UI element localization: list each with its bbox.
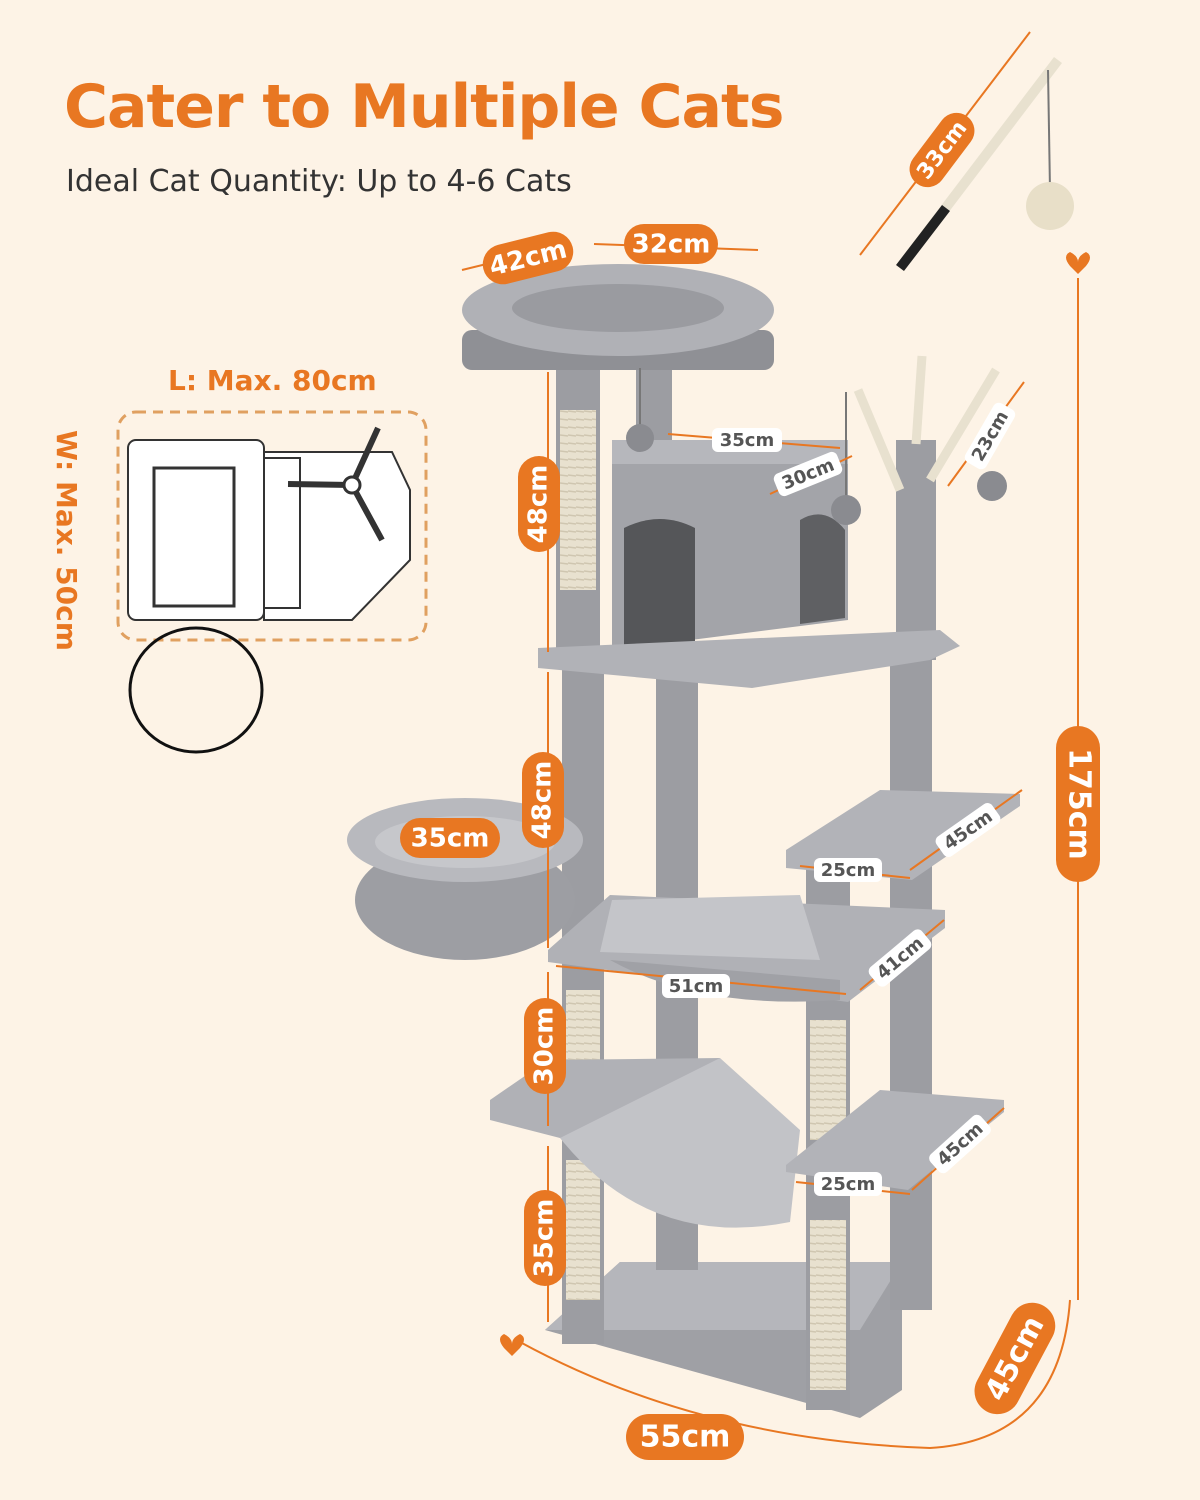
footprint-width-label: W: Max. 50cm xyxy=(50,430,83,651)
base-width-label: 55cm xyxy=(626,1414,744,1460)
basket-label: 35cm xyxy=(400,818,500,858)
top-perch xyxy=(462,264,774,370)
bottom-post-text: 35cm xyxy=(530,1199,560,1278)
perch-width-label: 32cm xyxy=(624,224,718,264)
hammock-platform xyxy=(548,895,945,1002)
middle-post-label: 48cm xyxy=(522,752,564,848)
lower-post-text: 30cm xyxy=(530,1007,560,1086)
lower-platform-width-text: 25cm xyxy=(821,1174,875,1195)
headline-subtitle: Ideal Cat Quantity: Up to 4-6 Cats xyxy=(66,164,572,199)
basket-text: 35cm xyxy=(411,824,490,854)
condo-width-label: 35cm xyxy=(712,428,782,452)
headline-title: Cater to Multiple Cats xyxy=(64,72,784,142)
bottom-post-label: 35cm xyxy=(524,1190,566,1286)
base-depth-label: 45cm xyxy=(974,1302,1056,1415)
upper-post-label: 48cm xyxy=(518,456,560,552)
condo-width-text: 35cm xyxy=(720,430,774,451)
middle-post-text: 48cm xyxy=(528,761,558,840)
base-width-text: 55cm xyxy=(640,1420,731,1455)
right-platform-width-text: 25cm xyxy=(821,860,875,881)
total-height-label: 175cm xyxy=(1056,726,1100,882)
perch-width-text: 32cm xyxy=(632,230,711,260)
total-height-text: 175cm xyxy=(1062,748,1097,860)
condo-box xyxy=(612,440,848,650)
toy-wand xyxy=(859,31,1074,272)
lower-post-label: 30cm xyxy=(524,998,566,1094)
upper-post-text: 48cm xyxy=(524,465,554,544)
upper-platform xyxy=(538,630,960,688)
branch-text: 23cm xyxy=(968,407,1013,465)
hammock-width-text: 51cm xyxy=(669,976,723,997)
right-platform-width-label: 25cm xyxy=(814,858,882,882)
footprint-length-label: L: Max. 80cm xyxy=(168,364,377,397)
footprint-diagram xyxy=(116,410,428,754)
lower-platform-width-label: 25cm xyxy=(814,1172,882,1196)
right-platform xyxy=(786,790,1020,880)
sisal-branches xyxy=(626,355,1007,525)
hammock-width-label: 51cm xyxy=(662,974,730,998)
